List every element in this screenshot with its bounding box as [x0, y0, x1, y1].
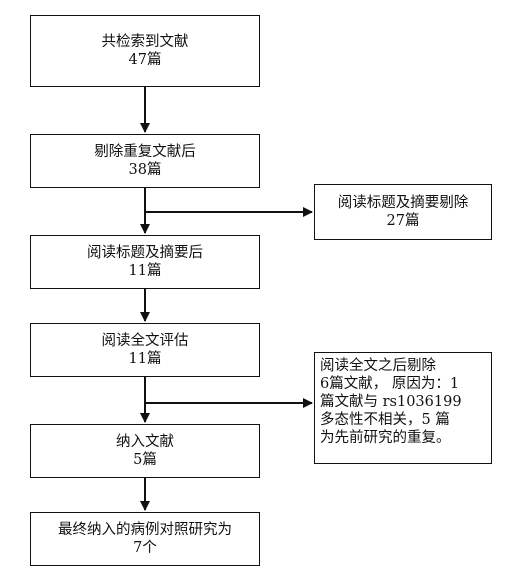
flow-step-title-abstract: 阅读标题及摘要后 11篇	[30, 235, 260, 289]
exclusion-label: 阅读标题及摘要剔除	[337, 195, 469, 211]
exclusion-count: 27篇	[386, 213, 420, 229]
step-label: 剔除重复文献后	[94, 144, 196, 160]
exclusion-line: 篇文献与 rs1036199	[320, 394, 462, 410]
step-label: 共检索到文献	[101, 34, 189, 50]
step-count: 38篇	[128, 162, 162, 178]
flow-step-included: 纳入文献 5篇	[30, 424, 260, 478]
step-label: 阅读标题及摘要后	[87, 245, 203, 261]
step-count: 11篇	[128, 351, 162, 367]
step-label: 阅读全文评估	[101, 333, 189, 349]
flow-step-fulltext: 阅读全文评估 11篇	[30, 323, 260, 377]
step-count: 7个	[133, 540, 157, 556]
exclusion-title-abstract: 阅读标题及摘要剔除 27篇	[314, 184, 492, 240]
step-count: 47篇	[128, 52, 162, 68]
step-label: 最终纳入的病例对照研究为	[58, 522, 232, 538]
exclusion-line: 6篇文献， 原因为：1	[320, 376, 460, 392]
flow-step-deduplicated: 剔除重复文献后 38篇	[30, 134, 260, 188]
exclusion-line: 阅读全文之后剔除	[320, 358, 436, 374]
step-label: 纳入文献	[116, 434, 174, 450]
flow-step-final: 最终纳入的病例对照研究为 7个	[30, 512, 260, 566]
exclusion-line: 多态性不相关，5 篇	[320, 412, 450, 428]
exclusion-fulltext-note: 阅读全文之后剔除 6篇文献， 原因为：1 篇文献与 rs1036199 多态性不…	[314, 352, 492, 464]
step-count: 11篇	[128, 263, 162, 279]
flow-step-searched: 共检索到文献 47篇	[30, 15, 260, 87]
exclusion-line: 为先前研究的重复。	[320, 430, 451, 446]
step-count: 5篇	[133, 452, 157, 468]
